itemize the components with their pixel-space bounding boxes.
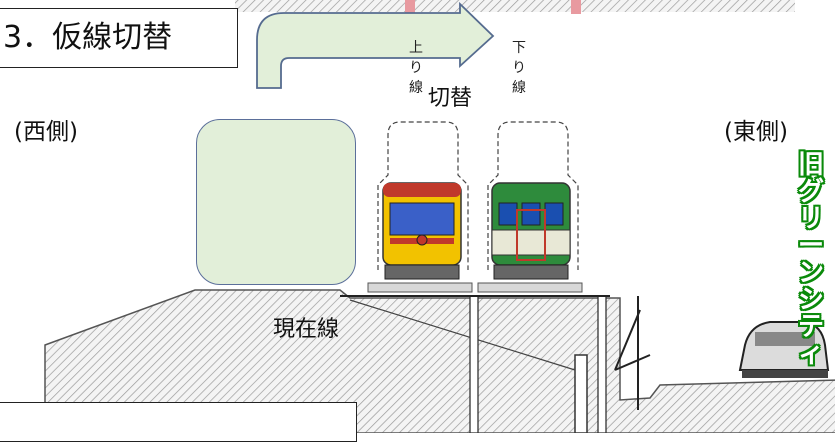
down-line-label: 下り線 <box>512 40 526 96</box>
east-side-label: (東側) <box>724 119 788 145</box>
old-green-city-label: 旧グ リー ンシ ティ <box>797 150 824 369</box>
up-line-label: 上り線 <box>409 40 423 96</box>
step-title: 3．仮線切替 <box>0 8 238 68</box>
top-strip <box>235 0 795 14</box>
clearance-up <box>377 121 469 270</box>
current-line-label: 現在線 <box>273 317 340 342</box>
utility-pole <box>614 296 651 410</box>
switch-arrow <box>256 1 495 89</box>
temporary-line-area <box>196 119 356 285</box>
car <box>738 321 830 378</box>
cross-section-diagram <box>44 0 835 433</box>
train-down-line <box>491 182 571 280</box>
switch-label: 切替 <box>428 86 473 111</box>
bottom-note-box <box>0 402 357 442</box>
train-up-line <box>382 182 462 280</box>
retaining-wall <box>574 354 588 433</box>
west-side-label: (西側) <box>14 119 78 145</box>
clearance-down <box>487 121 579 270</box>
embankment <box>44 289 835 433</box>
